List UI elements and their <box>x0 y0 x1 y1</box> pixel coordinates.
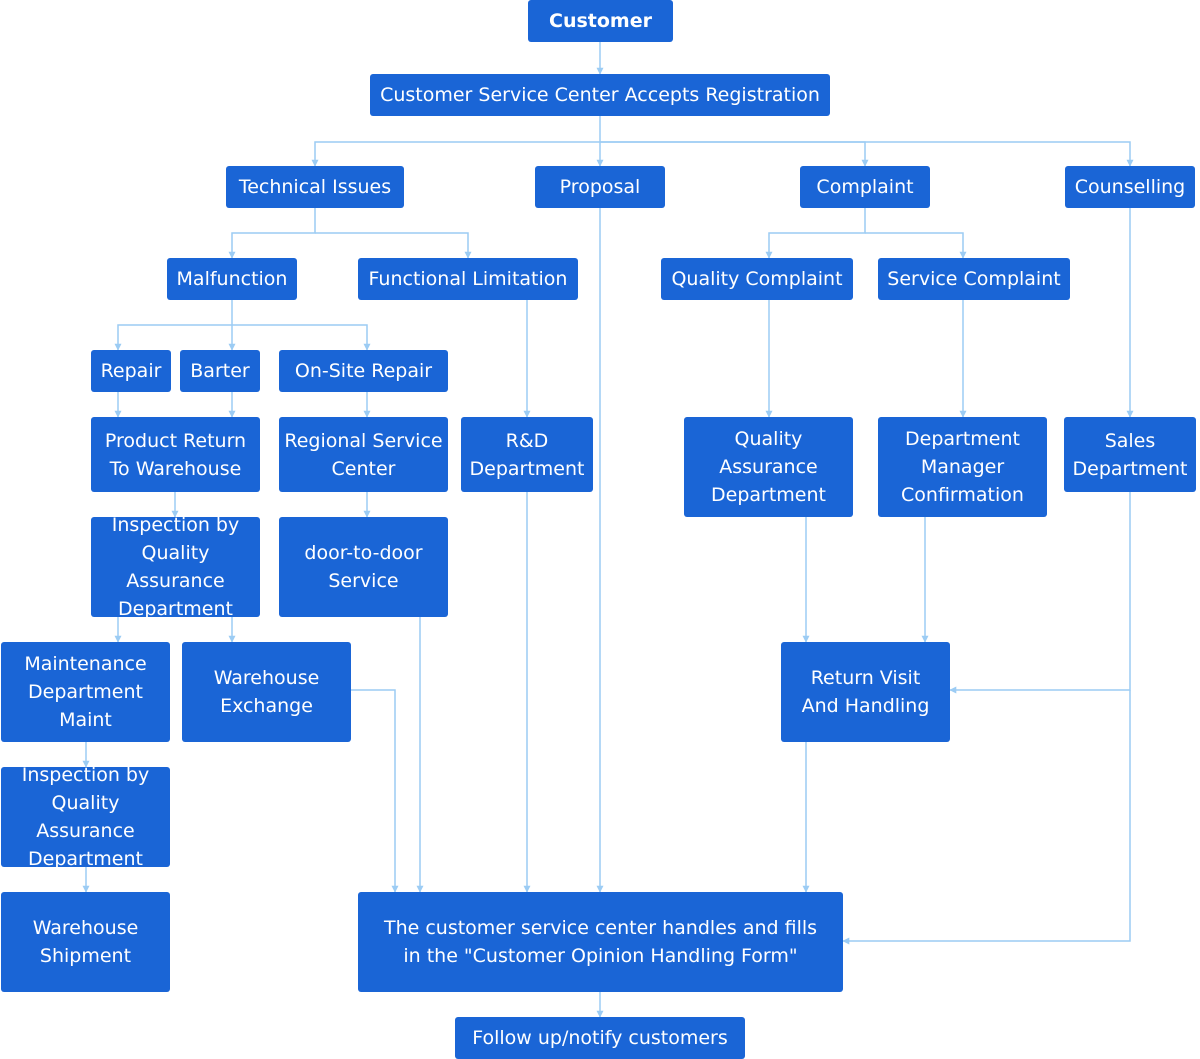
node-maintenance-department: Maintenance Department Maint <box>1 642 170 742</box>
node-service-complaint: Service Complaint <box>878 258 1070 300</box>
node-rd-department: R&D Department <box>461 417 593 492</box>
node-regional-service-center: Regional Service Center <box>279 417 448 492</box>
node-return-visit: Return Visit And Handling <box>781 642 950 742</box>
connector <box>114 324 232 351</box>
node-on-site-repair: On-Site Repair <box>279 350 448 392</box>
node-warehouse-shipment: Warehouse Shipment <box>1 892 170 992</box>
connector <box>842 690 1131 945</box>
node-warehouse-exchange: Warehouse Exchange <box>182 642 351 742</box>
connector <box>228 208 316 259</box>
node-complaint: Complaint <box>800 166 930 208</box>
connector <box>315 232 472 259</box>
node-quality-assurance-department: Quality Assurance Department <box>684 417 853 517</box>
node-customer-opinion-handling-form: The customer service center handles and … <box>358 892 843 992</box>
node-sales-department: Sales Department <box>1064 417 1196 492</box>
node-registration: Customer Service Center Accepts Registra… <box>370 74 830 116</box>
node-follow-up: Follow up/notify customers <box>455 1017 745 1059</box>
connector <box>600 141 1134 167</box>
node-customer: Customer <box>528 0 673 42</box>
node-technical-issues: Technical Issues <box>226 166 404 208</box>
connector <box>350 689 399 893</box>
node-malfunction: Malfunction <box>167 258 297 300</box>
node-inspection-qa-1: Inspection by Quality Assurance Departme… <box>91 514 260 620</box>
node-inspection-qa-2: Inspection by Quality Assurance Departme… <box>1 764 170 870</box>
node-repair: Repair <box>91 350 171 392</box>
node-functional-limitation: Functional Limitation <box>358 258 578 300</box>
node-department-manager-confirmation: Department Manager Confirmation <box>878 417 1047 517</box>
connector <box>600 141 869 167</box>
node-quality-complaint: Quality Complaint <box>661 258 853 300</box>
node-door-to-door-service: door-to-door Service <box>279 517 448 617</box>
node-counselling: Counselling <box>1065 166 1195 208</box>
connector <box>765 208 866 259</box>
node-barter: Barter <box>180 350 260 392</box>
node-proposal: Proposal <box>535 166 665 208</box>
node-product-return: Product Return To Warehouse <box>91 417 260 492</box>
connector <box>311 141 600 167</box>
connector <box>232 324 371 351</box>
connector <box>949 492 1131 694</box>
connector <box>865 232 967 259</box>
